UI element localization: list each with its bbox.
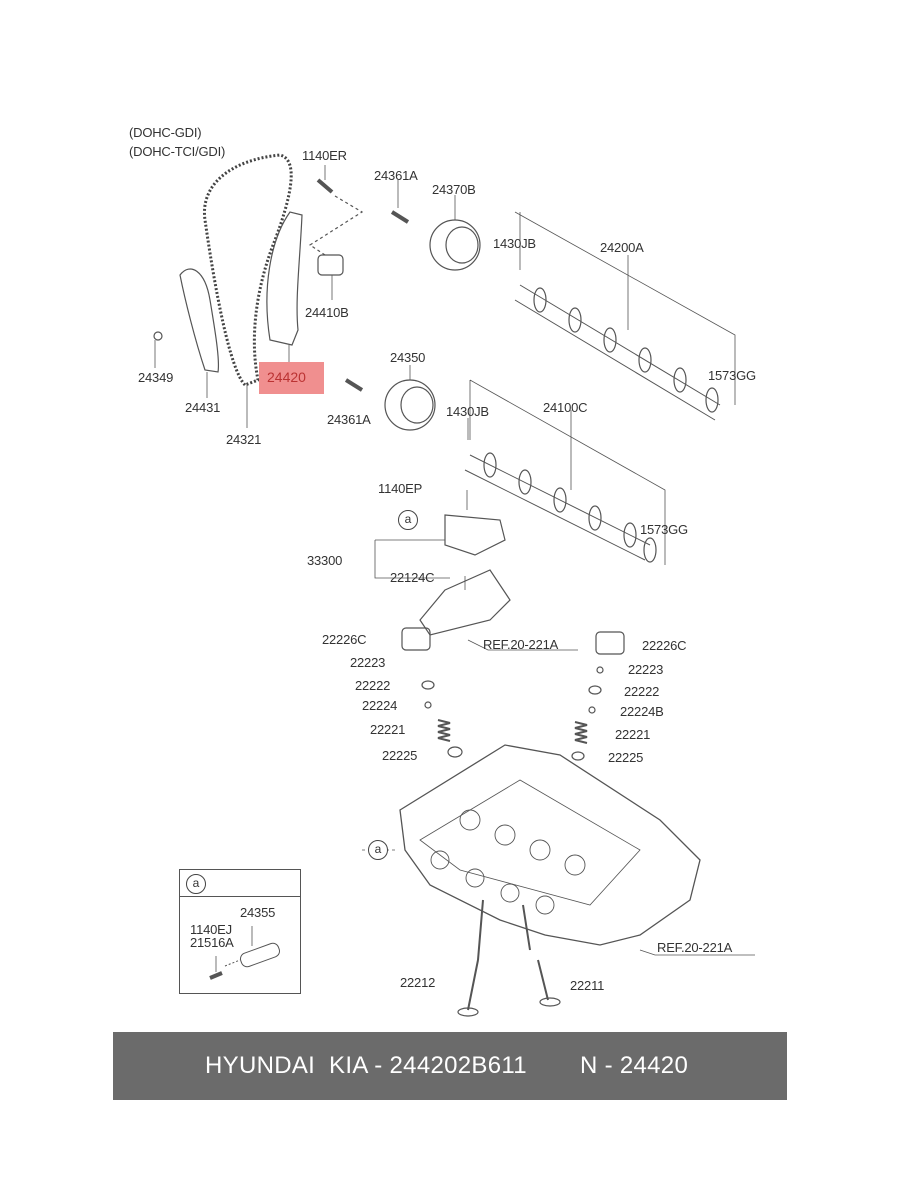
part-label[interactable]: 22225 <box>382 748 418 763</box>
part-label[interactable]: 22222 <box>355 678 391 693</box>
variant-label-tci-gdi: (DOHC-TCI/GDI) <box>129 144 226 159</box>
timing-chain <box>202 153 293 387</box>
inset-callout-a: a <box>186 874 206 894</box>
part-label[interactable]: 22221 <box>615 727 651 742</box>
part-label[interactable]: 24349 <box>138 370 174 385</box>
part-label[interactable]: 24321 <box>226 432 262 447</box>
inset-solenoid-drawing <box>209 926 280 980</box>
part-label[interactable]: 22222 <box>624 684 660 699</box>
part-number-footer: HYUNDAI KIA - 244202B611 N - 24420 <box>113 1032 787 1100</box>
callout-a: a <box>368 840 388 860</box>
reference-label[interactable]: REF.20-221A <box>483 637 559 652</box>
part-label[interactable]: 24355 <box>240 905 276 920</box>
part-label[interactable]: 22224B <box>620 704 664 719</box>
part-label[interactable]: 24361A <box>374 168 418 183</box>
part-label[interactable]: 24100C <box>543 400 588 415</box>
part-label[interactable]: 22226C <box>322 632 367 647</box>
part-label[interactable]: 22211 <box>570 978 605 993</box>
cylinder-head <box>399 744 701 946</box>
part-label[interactable]: 1140EJ <box>190 922 232 937</box>
part-label[interactable]: 24431 <box>185 400 221 415</box>
chain-guide-24420 <box>266 211 303 346</box>
part-label[interactable]: 1140EP <box>378 481 423 496</box>
part-label[interactable]: 22225 <box>608 750 644 765</box>
part-label[interactable]: 1430JB <box>446 404 489 419</box>
part-label[interactable]: 1430JB <box>493 236 536 251</box>
callout-a: a <box>398 510 418 530</box>
part-label[interactable]: 21516A <box>190 935 234 950</box>
highlighted-part-label: 24420 <box>267 369 306 385</box>
part-label[interactable]: 22221 <box>370 722 406 737</box>
part-label[interactable]: 22224 <box>362 698 398 713</box>
part-label[interactable]: 1573GG <box>640 522 688 537</box>
part-label[interactable]: 1573GG <box>708 368 756 383</box>
brand-part-number: HYUNDAI KIA - 244202B611 <box>205 1052 527 1079</box>
part-label[interactable]: 24350 <box>390 350 426 365</box>
part-label[interactable]: 22124C <box>390 570 435 585</box>
part-label[interactable]: 24361A <box>327 412 371 427</box>
part-label[interactable]: 1140ER <box>302 148 347 163</box>
part-label[interactable]: 22226C <box>642 638 687 653</box>
reference-label[interactable]: REF.20-221A <box>657 940 733 955</box>
part-label[interactable]: 22223 <box>350 655 386 670</box>
part-label[interactable]: 22223 <box>628 662 664 677</box>
variant-label-gdi: (DOHC-GDI) <box>129 125 202 140</box>
tensioner-arm-24431 <box>179 268 220 373</box>
highlighted-part-24420[interactable]: 24420 <box>259 362 324 394</box>
part-label[interactable]: 24410B <box>305 305 349 320</box>
camshaft-24200A <box>514 284 721 421</box>
inset-detail-a: a 24355 1140EJ 21516A <box>179 869 301 994</box>
camshaft-24100C <box>464 454 651 561</box>
part-label[interactable]: 24200A <box>600 240 644 255</box>
diagram-reference-number: N - 24420 <box>580 1052 689 1079</box>
part-label[interactable]: 24370B <box>432 182 476 197</box>
part-label[interactable]: 22212 <box>400 975 436 990</box>
part-label[interactable]: 33300 <box>307 553 343 568</box>
